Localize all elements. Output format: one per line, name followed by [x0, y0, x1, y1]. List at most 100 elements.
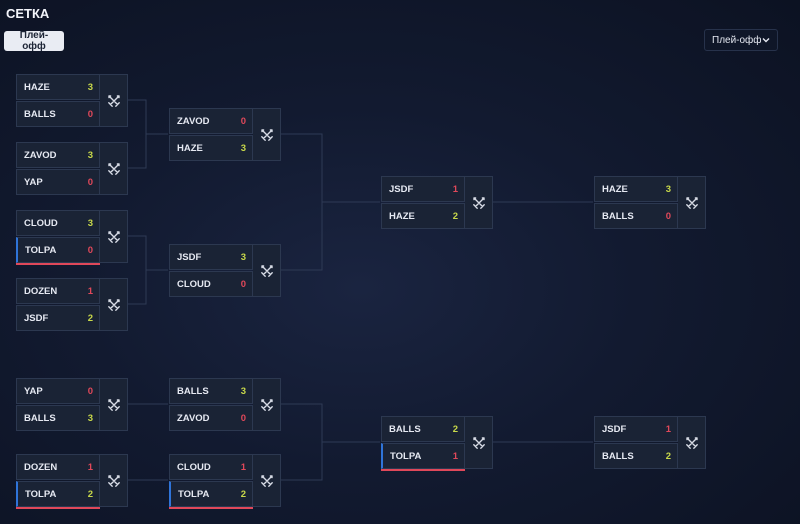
team-name: CLOUD: [177, 461, 211, 473]
team-score: 0: [87, 176, 93, 188]
crossed-swords-icon: [260, 398, 273, 411]
playoff-button[interactable]: Плей-офф: [4, 30, 64, 52]
match-details-button[interactable]: [100, 74, 128, 127]
match-details-button[interactable]: [678, 176, 706, 229]
team-score: 0: [240, 412, 246, 424]
match-details-button[interactable]: [465, 176, 493, 229]
team-name: BALLS: [24, 108, 56, 120]
crossed-swords-icon: [107, 474, 120, 487]
connector: [128, 270, 147, 305]
team-slot[interactable]: JSDF 1: [594, 416, 678, 442]
match-details-button[interactable]: [253, 378, 281, 431]
stage-select[interactable]: Плей-офф: [704, 29, 778, 51]
match-details-button[interactable]: [100, 142, 128, 195]
team-score: 0: [87, 385, 93, 397]
match-details-button[interactable]: [253, 108, 281, 161]
team-name: JSDF: [389, 183, 414, 195]
match-details-button[interactable]: [100, 210, 128, 263]
page-title: СЕТКА: [6, 6, 50, 21]
team-score: 3: [87, 412, 93, 424]
match-details-button[interactable]: [465, 416, 493, 469]
loser-underline: [169, 507, 253, 509]
team-score: 0: [665, 210, 671, 222]
team-name: JSDF: [602, 423, 627, 435]
match-details-button[interactable]: [100, 378, 128, 431]
team-score: 3: [87, 149, 93, 161]
match-details-button[interactable]: [100, 454, 128, 507]
match-details-button[interactable]: [678, 416, 706, 469]
team-slot[interactable]: BALLS 3: [16, 405, 100, 431]
team-name: ZAVOD: [177, 115, 210, 127]
team-score: 2: [240, 488, 246, 500]
team-name: YAP: [24, 385, 43, 397]
connector: [128, 99, 168, 135]
team-score: 0: [240, 278, 246, 290]
team-name: DOZEN: [24, 285, 58, 297]
crossed-swords-icon: [472, 436, 485, 449]
connector: [281, 133, 380, 203]
team-slot[interactable]: DOZEN 1: [16, 278, 100, 304]
connector: [128, 235, 168, 271]
match-details-button[interactable]: [253, 244, 281, 297]
team-name: BALLS: [24, 412, 56, 424]
connector: [281, 202, 323, 271]
crossed-swords-icon: [107, 94, 120, 107]
match-details-button[interactable]: [253, 454, 281, 507]
stage-select-value: Плей-офф: [712, 34, 762, 46]
crossed-swords-icon: [107, 230, 120, 243]
team-score: 0: [87, 244, 93, 256]
team-score: 1: [665, 423, 671, 435]
team-name: HAZE: [389, 210, 415, 222]
team-name: JSDF: [24, 312, 49, 324]
team-score: 3: [240, 251, 246, 263]
team-name: TOLPA: [390, 450, 422, 462]
team-score: 1: [87, 461, 93, 473]
team-score: 1: [87, 285, 93, 297]
bracket-match: YAP 0 BALLS 3: [16, 378, 128, 432]
team-slot[interactable]: YAP 0: [16, 378, 100, 404]
team-name: HAZE: [24, 81, 50, 93]
team-name: TOLPA: [25, 244, 57, 256]
team-score: 2: [452, 423, 458, 435]
match-details-button[interactable]: [100, 278, 128, 331]
team-slot[interactable]: JSDF 3: [169, 244, 253, 270]
team-slot-highlighted[interactable]: TOLPA 0: [16, 237, 100, 263]
loser-underline: [16, 263, 100, 265]
team-name: TOLPA: [25, 488, 57, 500]
crossed-swords-icon: [260, 474, 273, 487]
team-name: JSDF: [177, 251, 202, 263]
